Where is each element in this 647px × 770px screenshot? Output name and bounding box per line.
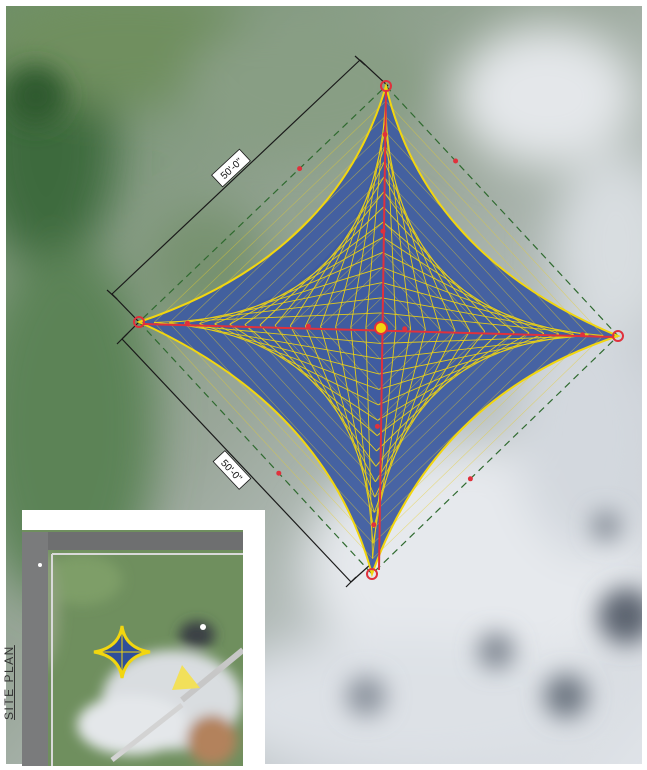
center-hub <box>374 321 388 335</box>
anchor-point <box>374 423 380 429</box>
anchor-point <box>133 316 145 328</box>
inset-shelter <box>172 665 200 690</box>
canopy-mesh <box>153 100 604 559</box>
inset-road-top <box>22 532 243 550</box>
anchor-point <box>612 330 624 342</box>
imagery-dark-spots <box>6 66 642 718</box>
anchor-points <box>133 80 624 580</box>
anchor-point <box>382 131 388 137</box>
anchor-point <box>184 320 190 326</box>
cable-outline <box>138 85 619 575</box>
canopy-shade-icon <box>93 625 151 679</box>
anchor-point <box>366 568 378 580</box>
site-plan-label: SITE PLAN <box>2 645 16 720</box>
anchor-point <box>305 323 311 329</box>
aerial-drawing: 50'-0" 50'-0" <box>6 6 642 764</box>
anchor-point <box>276 470 282 476</box>
anchor-point <box>453 158 459 164</box>
inset-road-left <box>22 532 48 766</box>
anchor-point <box>380 80 392 92</box>
anchor-point <box>402 326 408 332</box>
anchor-point <box>467 476 473 482</box>
anchor-point <box>380 228 386 234</box>
anchor-point <box>371 522 377 528</box>
anchor-point <box>297 166 303 172</box>
canopy-edge <box>136 82 621 578</box>
inset-imagery-texture <box>24 550 242 765</box>
site-plan-inset <box>22 510 265 766</box>
anchor-point <box>580 332 585 338</box>
